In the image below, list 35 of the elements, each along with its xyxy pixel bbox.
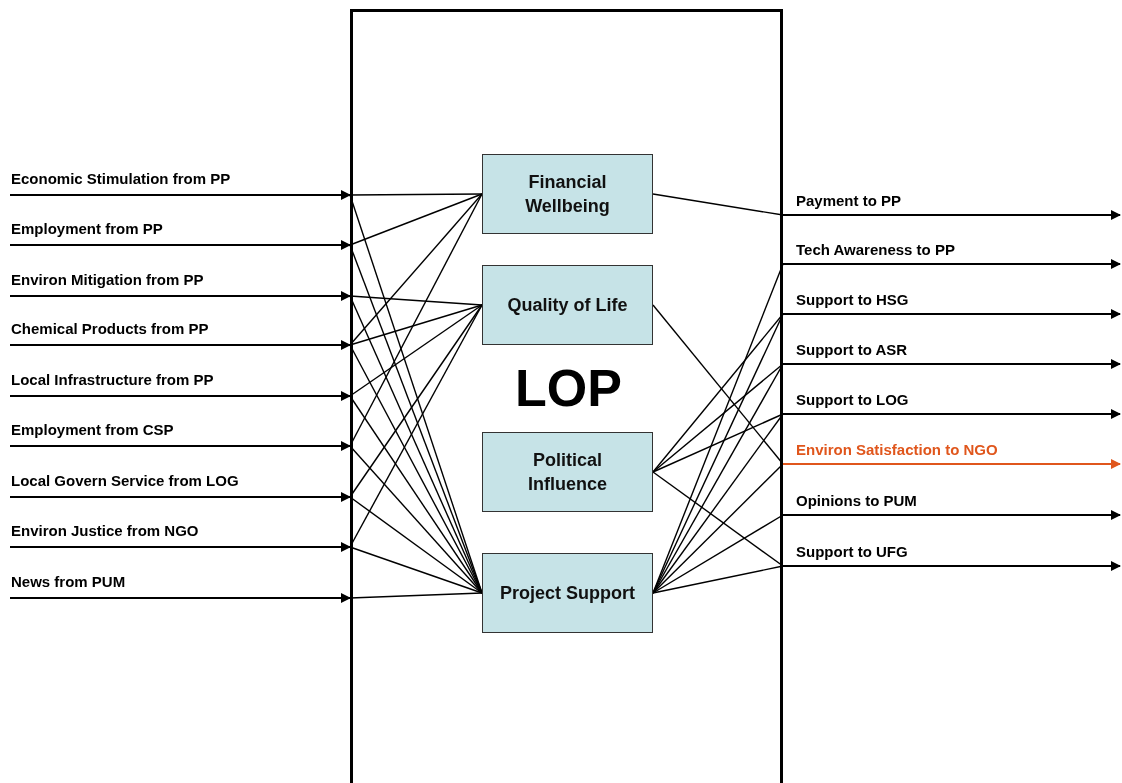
arrow <box>9 190 351 200</box>
arrow <box>9 441 351 451</box>
arrow <box>9 391 351 401</box>
connector-line <box>349 304 483 498</box>
input-label: News from PUM <box>10 572 350 598</box>
process-box: Financial Wellbeing <box>482 154 653 234</box>
process-box: Political Influence <box>482 432 653 512</box>
input-label: Employment from PP <box>10 219 350 245</box>
input-label: Environ Mitigation from PP <box>10 270 350 296</box>
arrow <box>9 340 351 350</box>
arrow <box>782 359 1121 369</box>
process-box: Quality of Life <box>482 265 653 345</box>
connector-line <box>349 304 483 548</box>
system-boundary-box <box>350 9 783 783</box>
arrow <box>782 259 1121 269</box>
process-box: Project Support <box>482 553 653 633</box>
input-label: Local Govern Service from LOG <box>10 471 350 497</box>
arrow <box>782 309 1121 319</box>
input-label: Employment from CSP <box>10 420 350 446</box>
input-label: Environ Justice from NGO <box>10 521 350 547</box>
arrow <box>9 291 351 301</box>
input-label: Economic Stimulation from PP <box>10 169 350 195</box>
system-title: LOP <box>515 362 622 414</box>
arrow <box>782 409 1121 419</box>
arrow <box>9 542 351 552</box>
arrow <box>9 492 351 502</box>
arrow <box>782 561 1121 571</box>
arrow <box>9 240 351 250</box>
connector-line <box>349 193 483 447</box>
arrow <box>9 593 351 603</box>
arrow <box>782 459 1121 469</box>
arrow <box>782 210 1121 220</box>
input-label: Local Infrastructure from PP <box>10 370 350 396</box>
input-label: Chemical Products from PP <box>10 319 350 345</box>
arrow <box>782 510 1121 520</box>
